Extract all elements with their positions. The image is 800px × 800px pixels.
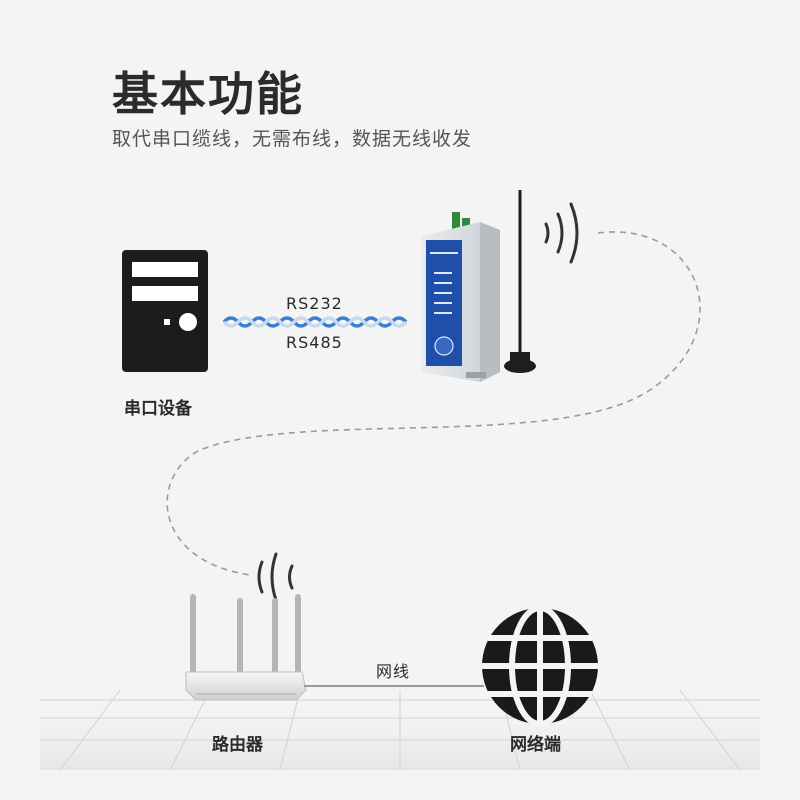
wireless-link xyxy=(166,231,701,576)
ethernet-label: 网线 xyxy=(376,662,411,681)
network-label: 网络端 xyxy=(510,735,561,755)
rs485-label: RS485 xyxy=(286,333,343,352)
antenna-icon xyxy=(504,190,536,373)
signal-waves-icon xyxy=(544,202,579,264)
page-title: 基本功能 xyxy=(112,67,304,121)
router-label: 路由器 xyxy=(212,735,263,755)
dtu-device-icon xyxy=(422,212,500,382)
signal-waves-icon xyxy=(257,552,294,602)
router-icon xyxy=(185,594,307,701)
serial-device-icon xyxy=(122,250,208,372)
serial-cable xyxy=(222,316,408,328)
page-subtitle: 取代串口缆线，无需布线，数据无线收发 xyxy=(112,128,473,150)
floor-grid xyxy=(40,689,760,771)
serial-device-label: 串口设备 xyxy=(124,399,192,419)
globe-icon xyxy=(482,605,598,727)
rs232-label: RS232 xyxy=(286,294,343,313)
